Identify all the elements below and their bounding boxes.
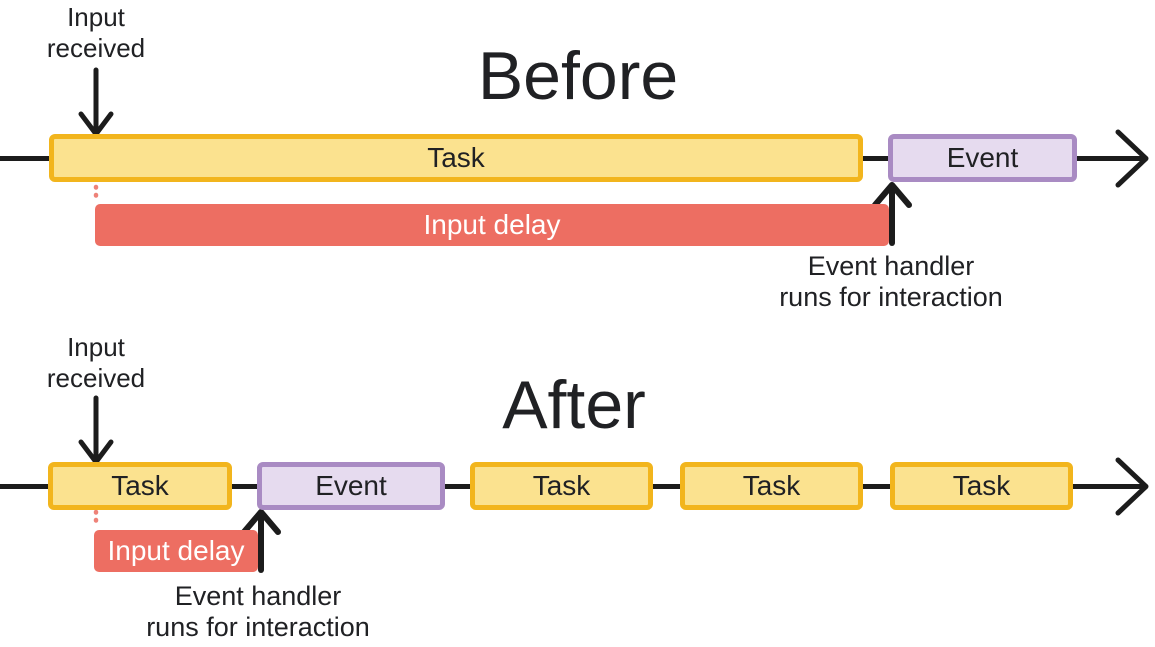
before-input-delay-bar: Input delay <box>95 204 889 246</box>
after-task-bar-2: Task <box>470 462 653 510</box>
after-event-label: Event <box>315 470 387 501</box>
before-event-bar: Event <box>888 134 1077 182</box>
after-task-label-2: Task <box>532 470 591 501</box>
before-task-label: Task <box>427 142 485 173</box>
after-timeline-arrow-right-icon <box>1115 457 1149 516</box>
after-event-bar: Event <box>257 462 445 510</box>
before-handler-arrow-up-icon <box>872 182 912 246</box>
after-title: After <box>502 367 646 443</box>
before-event-handler-label: Event handler runs for interaction <box>779 251 1003 312</box>
before-input-delay-label: Input delay <box>423 209 561 240</box>
before-input-received-label: Input received <box>46 2 146 63</box>
after-task-bar-3: Task <box>680 462 863 510</box>
after-task-bar-4: Task <box>890 462 1073 510</box>
after-input-received-label: Input received <box>46 332 146 393</box>
after-input-delay-bar: Input delay <box>94 530 258 572</box>
after-task-label-4: Task <box>952 470 1011 501</box>
after-task-label-3: Task <box>742 470 801 501</box>
after-handler-arrow-up-icon <box>241 509 281 573</box>
after-task-bar-1: Task <box>48 462 232 510</box>
after-input-delay-label: Input delay <box>107 535 245 566</box>
before-event-label: Event <box>946 142 1019 173</box>
after-event-handler-label: Event handler runs for interaction <box>146 581 370 642</box>
before-timeline-arrow-right-icon <box>1115 129 1149 188</box>
after-task-label-1: Task <box>111 470 169 501</box>
before-input-arrow-down-icon <box>78 67 114 137</box>
after-input-arrow-down-icon <box>78 395 114 465</box>
before-title: Before <box>477 38 679 114</box>
before-task-bar: Task <box>49 134 863 182</box>
